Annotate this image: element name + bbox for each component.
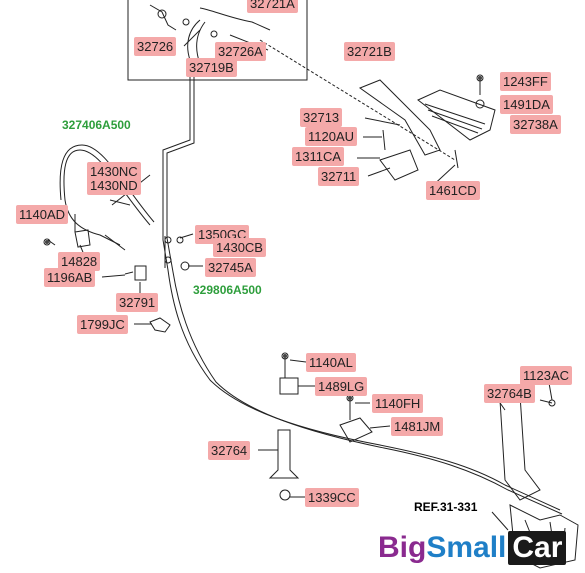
part-1491DA-label[interactable]: 1491DA <box>500 95 553 114</box>
main-cable-2 <box>166 62 563 515</box>
part-32721B-label[interactable]: 32721B <box>344 42 395 61</box>
part-32764B-label[interactable]: 32764B <box>484 384 535 403</box>
part-1123AC-label[interactable]: 1123AC <box>520 366 573 385</box>
part-1799JC-label[interactable]: 1799JC <box>77 315 128 334</box>
pedal-bracket <box>379 149 419 181</box>
part-1120AU-label[interactable]: 1120AU <box>305 127 358 146</box>
right-bracket <box>499 394 541 501</box>
part-32719B-label[interactable]: 32719B <box>186 58 237 77</box>
part-32721A-label[interactable]: 32721A <box>247 0 298 13</box>
watermark-logo: Big Small Car <box>378 528 567 568</box>
part-1461CD-label[interactable]: 1461CD <box>426 181 480 200</box>
ref-label[interactable]: REF.31-331 <box>414 500 478 514</box>
part-1140FH-label[interactable]: 1140FH <box>372 394 424 413</box>
part-32713-label[interactable]: 32713 <box>300 108 343 127</box>
pedal-arm <box>358 79 441 156</box>
part-32764-label[interactable]: 32764 <box>208 441 251 460</box>
main-cable <box>162 60 561 511</box>
part-1311CA-label[interactable]: 1311CA <box>292 147 345 166</box>
part-14828-label[interactable]: 14828 <box>58 252 101 271</box>
part-327406A500-label[interactable]: 327406A500 <box>62 118 131 132</box>
inset-box <box>127 0 308 81</box>
part-1489LG-label[interactable]: 1489LG <box>315 377 368 396</box>
part-32738A-label[interactable]: 32738A <box>510 115 561 134</box>
part-32791-label[interactable]: 32791 <box>116 293 159 312</box>
part-1481JM-label[interactable]: 1481JM <box>391 417 444 436</box>
part-1339CC-label[interactable]: 1339CC <box>305 488 359 507</box>
part-1140AL-label[interactable]: 1140AL <box>306 353 356 372</box>
lower-bracket <box>268 429 300 479</box>
part-1430ND-label[interactable]: 1430ND <box>87 176 141 195</box>
part-32726-label[interactable]: 32726 <box>134 37 177 56</box>
part-32745A-label[interactable]: 32745A <box>205 258 256 277</box>
watermark-car: Car <box>508 531 567 565</box>
part-1430CB-label[interactable]: 1430CB <box>213 238 266 257</box>
part-1140AD-label[interactable]: 1140AD <box>16 205 69 224</box>
inset-lever <box>149 4 271 65</box>
watermark-big: Big <box>378 531 427 564</box>
part-1196AB-label[interactable]: 1196AB <box>44 268 96 287</box>
part-1243FF-label[interactable]: 1243FF <box>500 72 551 91</box>
part-32726A-label[interactable]: 32726A <box>215 42 266 61</box>
watermark-small: Small <box>426 531 507 564</box>
part-329806A500-label[interactable]: 329806A500 <box>193 283 262 297</box>
part-32711-label[interactable]: 32711 <box>318 167 360 186</box>
pedal-pad <box>417 89 496 141</box>
